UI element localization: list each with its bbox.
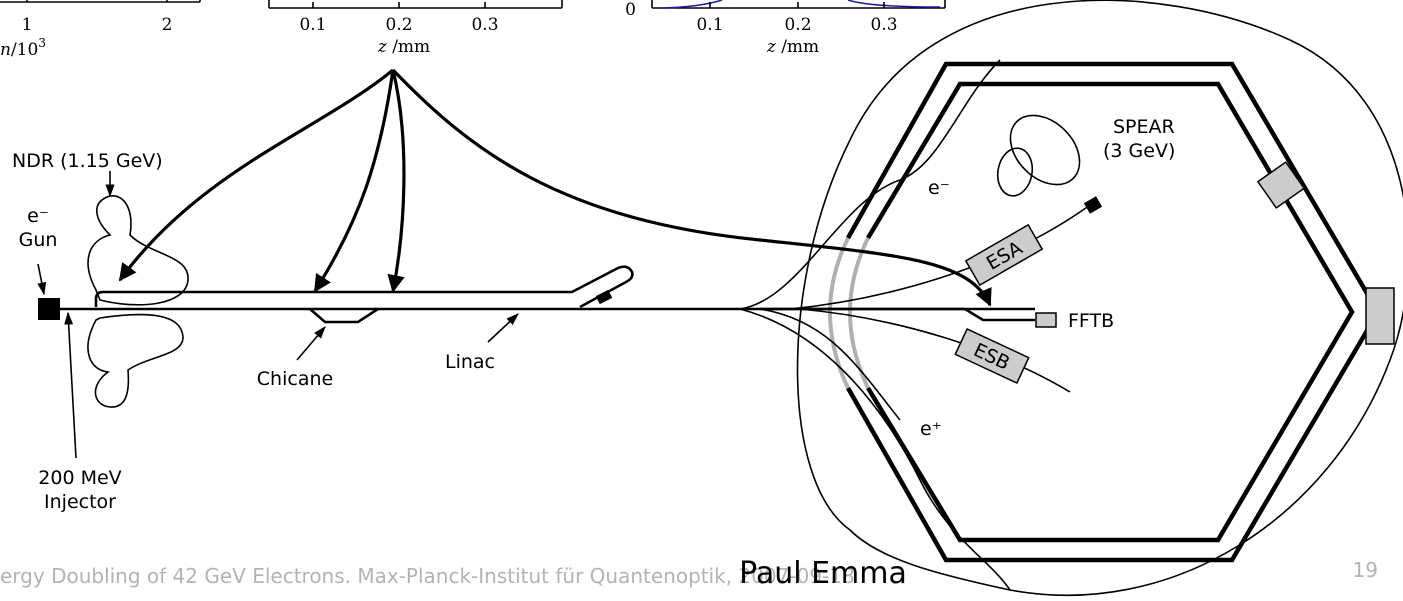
plot-1-tick-label-2: 2: [162, 15, 173, 35]
electron-line: [739, 59, 1001, 310]
plot-3-curve-right: [847, 0, 941, 8]
spear-label-line2: (3 GeV): [1103, 140, 1175, 162]
ndr-label: NDR (1.15 GeV): [12, 150, 163, 172]
chicane: [309, 307, 379, 324]
ring-box-right: [1365, 287, 1395, 345]
electron-label: e⁻: [928, 177, 950, 199]
ring-box-upper: [1256, 161, 1306, 209]
arrow-to-ndr: [118, 68, 395, 282]
presenter-name: Paul Emma: [739, 556, 907, 591]
gun-label-line1: e⁻: [27, 205, 49, 227]
plot-3-axis-var: z: [766, 37, 777, 57]
plot-1-tick-label-1: 1: [22, 15, 33, 35]
spear-label-line1: SPEAR: [1113, 116, 1175, 138]
fftb-box: [1035, 312, 1057, 328]
spear-outer-orbit: [796, 0, 1403, 597]
plot-2-axis-var: z: [377, 37, 388, 57]
fftb-line: [760, 307, 1035, 322]
esb-box: ESB: [954, 327, 1030, 385]
esa-line: [789, 204, 1091, 310]
plot-2-tick-label: 0.3: [471, 15, 498, 35]
plot-1-axis-var: n: [0, 40, 11, 60]
injector-label-line1: 200 MeV: [38, 467, 121, 489]
return-line: [94, 265, 634, 309]
fftb-label: FFTB: [1068, 310, 1114, 332]
plot-2-axis-unit: /mm: [387, 37, 430, 57]
injector-pointer: [64, 311, 77, 459]
plot-3-tick-label: 0.3: [870, 15, 897, 35]
esa-box-rect: [964, 223, 1044, 287]
return-line-block: [595, 289, 613, 305]
spear-storage-ring: [996, 114, 1081, 197]
arrow-to-fftb: [391, 68, 992, 307]
esa-end-block: [1083, 196, 1103, 214]
plot-2-axis-label: z /mm: [377, 37, 430, 57]
plot-3-axis-unit: /mm: [776, 37, 819, 57]
plot-2-tick-label: 0.1: [299, 15, 326, 35]
gun-pointer: [37, 263, 47, 296]
gun-label-line2: Gun: [19, 229, 58, 251]
hex-ring-inner: [866, 81, 1355, 543]
electron-gun: [38, 298, 60, 320]
profile-arrows: [118, 68, 992, 307]
ndr-upper-ring: [87, 195, 189, 306]
spear-ring-small: [996, 147, 1034, 197]
arrow-to-linac: [387, 69, 406, 293]
plot-3-axis-label: z /mm: [766, 37, 819, 57]
plot-3-fragment: 0 0.1 0.2 0.3 z /mm: [625, 0, 946, 57]
injector-label-line2: Injector: [44, 491, 116, 513]
plot-3-tick-label: 0.1: [696, 15, 723, 35]
plot-1-axis-exp: 3: [38, 36, 46, 50]
fan-line-lower: [759, 308, 901, 421]
plot-1-fragment: 1 2 n/103: [0, 0, 201, 60]
esb-line: [799, 308, 1071, 393]
linac-label: Linac: [445, 351, 495, 373]
arrow-to-chicane: [313, 69, 395, 293]
chicane-pointer: [296, 326, 326, 361]
plot-3-tick-label: 0.2: [784, 15, 811, 35]
chicane-label: Chicane: [257, 368, 333, 390]
esa-box: ESA: [964, 223, 1044, 287]
plot-1-axis-label: n/103: [0, 36, 46, 60]
ndr-lower-ring: [87, 313, 184, 408]
plot-2-tick-label: 0.2: [385, 15, 412, 35]
plot-3-y-tick-label: 0: [625, 0, 636, 20]
esb-box-rect: [954, 327, 1030, 385]
positron-label: e⁺: [920, 418, 942, 440]
ring-gap-inner: [848, 237, 870, 389]
linac-pointer: [487, 313, 519, 343]
spear-ring-large: [1009, 114, 1081, 186]
plot-1-axis-unit: /10: [11, 40, 38, 60]
footer-title: ergy Doubling of 42 GeV Electrons. Max-P…: [0, 564, 855, 588]
plot-2-fragment: 0.1 0.2 0.3 z /mm: [268, 0, 563, 57]
positron-line: [739, 308, 1011, 591]
page-number: 19: [1353, 558, 1378, 582]
plot-3-curve-left: [661, 0, 723, 9]
